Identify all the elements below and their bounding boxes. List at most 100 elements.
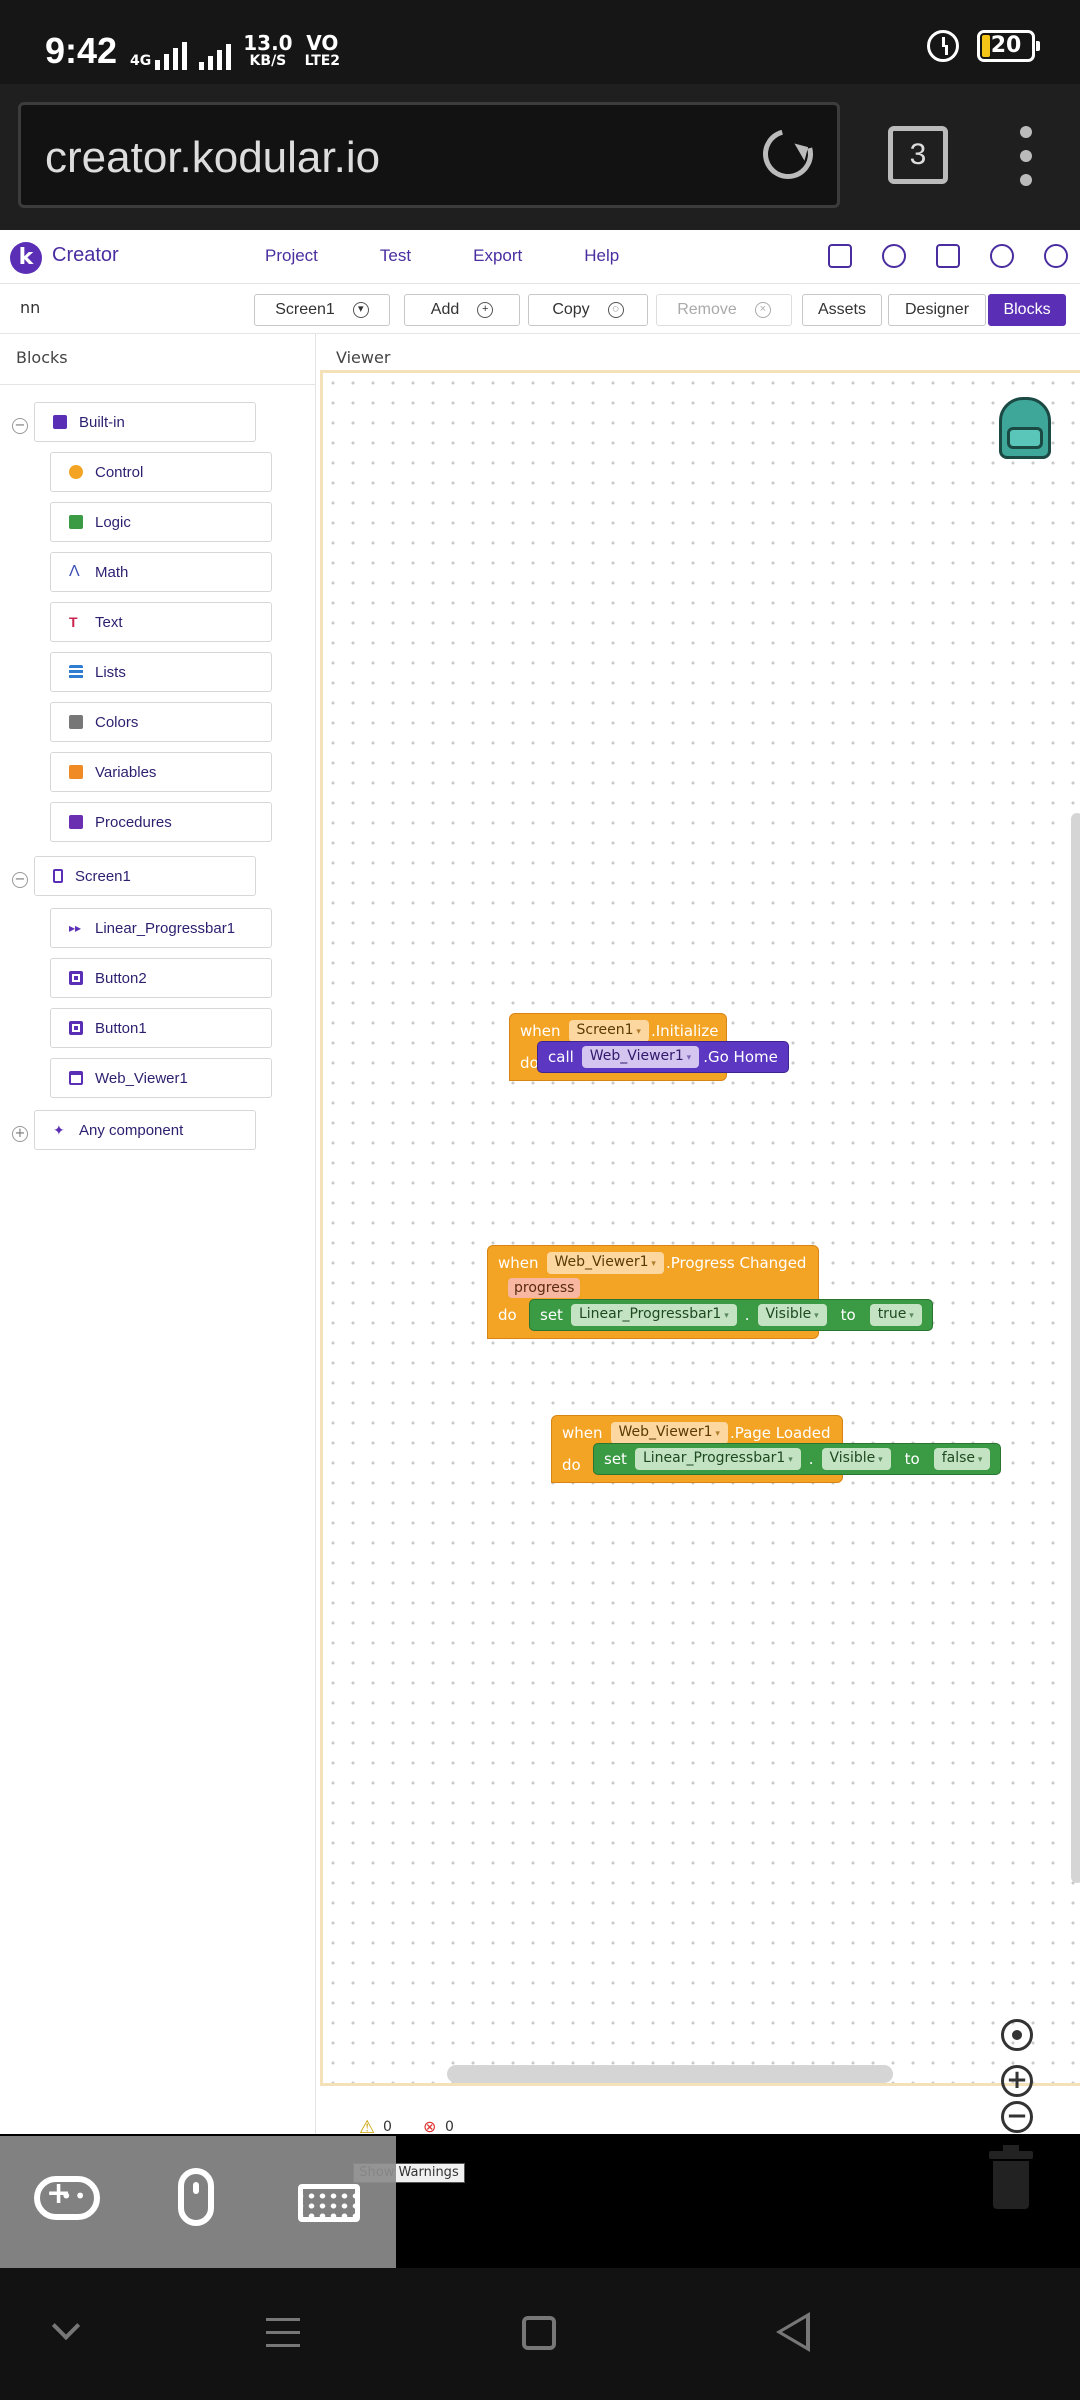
reload-icon[interactable] (753, 119, 823, 189)
copy-icon: ◌ (607, 302, 624, 318)
set-block-progressbar-visible-true[interactable]: set Linear_Progressbar1 . Visible to tru… (529, 1299, 933, 1331)
paint-roller-icon (69, 715, 83, 729)
kodular-app: k Creator Project Test Export Help nn Sc… (0, 230, 1080, 2209)
alarm-icon (927, 30, 959, 62)
net-speed: 13.0 KB/S (243, 31, 293, 69)
lists-icon (69, 665, 83, 679)
main-menu: Project Test Export Help (265, 246, 681, 266)
library-icon[interactable] (936, 244, 960, 268)
blocks-panel: Blocks − Built-in Control Logic Λ Math T (0, 334, 316, 2134)
dollar-icon[interactable] (990, 244, 1014, 268)
call-block-web-viewer-go-home[interactable]: call Web_Viewer1 .Go Home (537, 1041, 789, 1073)
tree-any-component[interactable]: ✦ Any component (34, 1110, 256, 1150)
home-icon[interactable] (522, 2316, 556, 2350)
tree-colors[interactable]: Colors (50, 702, 272, 742)
zoom-out-icon[interactable]: − (1001, 2101, 1033, 2133)
component-dropdown[interactable]: Web_Viewer1 (581, 1046, 700, 1068)
math-icon: Λ (69, 563, 80, 580)
designer-button[interactable]: Designer (888, 294, 986, 326)
boolean-dropdown[interactable]: true (869, 1304, 922, 1326)
component-dropdown[interactable]: Screen1 (568, 1020, 649, 1042)
tree-builtin[interactable]: Built-in (34, 402, 256, 442)
text-icon: T (69, 614, 78, 630)
browser-menu-icon[interactable] (1020, 126, 1032, 186)
screen-selector[interactable]: Screen1 ▾ (254, 294, 390, 326)
tree-variables[interactable]: Variables (50, 752, 272, 792)
progressbar-icon: ▸▸ (69, 921, 82, 935)
expand-any-component-toggle[interactable]: + (12, 1126, 28, 1142)
add-screen-button[interactable]: Add + (404, 294, 520, 326)
signal-icon: 4G (130, 42, 188, 70)
kodular-logo-icon[interactable]: k (10, 242, 42, 274)
warnings-count: 0 (383, 2119, 392, 2135)
boolean-dropdown[interactable]: false (933, 1448, 991, 1470)
tree-screen1[interactable]: Screen1 (34, 856, 256, 896)
gamepad-icon[interactable] (34, 2176, 100, 2220)
tree-control[interactable]: Control (50, 452, 272, 492)
account-icon[interactable] (1044, 244, 1068, 268)
button-icon (69, 971, 83, 985)
zoom-in-icon[interactable]: + (1001, 2065, 1033, 2097)
recenter-icon[interactable] (1001, 2019, 1033, 2051)
tree-lists[interactable]: Lists (50, 652, 272, 692)
recents-menu-icon[interactable] (266, 2318, 300, 2357)
warning-icon: ⚠ (359, 2117, 376, 2138)
set-block-progressbar-visible-false[interactable]: set Linear_Progressbar1 . Visible to fal… (593, 1443, 1002, 1475)
mouse-icon[interactable] (178, 2168, 214, 2226)
phone-icon (53, 869, 63, 883)
tab-switcher-button[interactable]: 3 (888, 126, 948, 184)
copy-screen-button[interactable]: Copy ◌ (528, 294, 648, 326)
network-indicators: 4G 13.0 KB/S VO LTE2 (130, 31, 340, 70)
blocks-button[interactable]: Blocks (988, 294, 1066, 326)
sparkle-icon: ✦ (53, 1122, 65, 1138)
horizontal-scrollbar[interactable] (447, 2065, 893, 2083)
assets-button[interactable]: Assets (802, 294, 882, 326)
tree-procedures[interactable]: Procedures (50, 802, 272, 842)
remove-screen-button[interactable]: Remove × (656, 294, 792, 326)
menu-help[interactable]: Help (584, 246, 620, 265)
back-icon[interactable] (776, 2312, 810, 2352)
signal-icon-2 (199, 44, 232, 70)
status-bar: 9:42 4G 13.0 KB/S VO LTE2 20 (0, 0, 1080, 84)
blocks-workspace[interactable]: when Screen1 .Initialize do call Web_Vie… (320, 370, 1080, 2209)
property-dropdown[interactable]: Visible (757, 1304, 827, 1326)
menu-test[interactable]: Test (379, 246, 412, 265)
grid-icon (53, 415, 67, 429)
folder-icon[interactable] (828, 244, 852, 268)
component-dropdown[interactable]: Linear_Progressbar1 (634, 1448, 801, 1470)
tree-button2[interactable]: Button2 (50, 958, 272, 998)
collapse-screen-toggle[interactable]: − (12, 872, 28, 888)
project-name: nn (20, 298, 41, 317)
tree-logic[interactable]: Logic (50, 502, 272, 542)
blocks-panel-title: Blocks (16, 348, 68, 367)
control-icon (69, 465, 83, 479)
viewer-title: Viewer (336, 348, 391, 367)
component-dropdown[interactable]: Web_Viewer1 (546, 1252, 664, 1274)
tree-button1[interactable]: Button1 (50, 1008, 272, 1048)
close-circle-icon: × (754, 302, 771, 318)
input-mode-overlay (0, 2136, 396, 2268)
browser-toolbar: creator.kodular.io 3 (0, 84, 1080, 230)
menu-export[interactable]: Export (473, 246, 523, 265)
property-dropdown[interactable]: Visible (821, 1448, 891, 1470)
tree-text[interactable]: T Text (50, 602, 272, 642)
address-bar[interactable]: creator.kodular.io (18, 102, 840, 208)
collapse-builtin-toggle[interactable]: − (12, 418, 28, 434)
clock: 9:42 (45, 30, 118, 71)
tree-linear-progressbar1[interactable]: ▸▸ Linear_Progressbar1 (50, 908, 272, 948)
trash-icon[interactable] (989, 2145, 1033, 2209)
brand-name[interactable]: Creator (52, 244, 119, 266)
component-dropdown[interactable]: Linear_Progressbar1 (570, 1304, 737, 1326)
battery-icon: 20 (977, 30, 1040, 62)
palette-icon[interactable] (882, 244, 906, 268)
tree-math[interactable]: Λ Math (50, 552, 272, 592)
tree-web-viewer1[interactable]: Web_Viewer1 (50, 1058, 272, 1098)
component-dropdown[interactable]: Web_Viewer1 (610, 1422, 728, 1444)
vertical-scrollbar[interactable] (1071, 813, 1080, 1883)
backpack-icon[interactable] (991, 387, 1057, 463)
menu-project[interactable]: Project (265, 246, 318, 265)
keyboard-icon[interactable] (298, 2184, 360, 2222)
plus-circle-icon: + (477, 302, 494, 318)
chevron-down-icon[interactable] (51, 2311, 81, 2341)
parameter-progress[interactable]: progress (508, 1278, 581, 1298)
